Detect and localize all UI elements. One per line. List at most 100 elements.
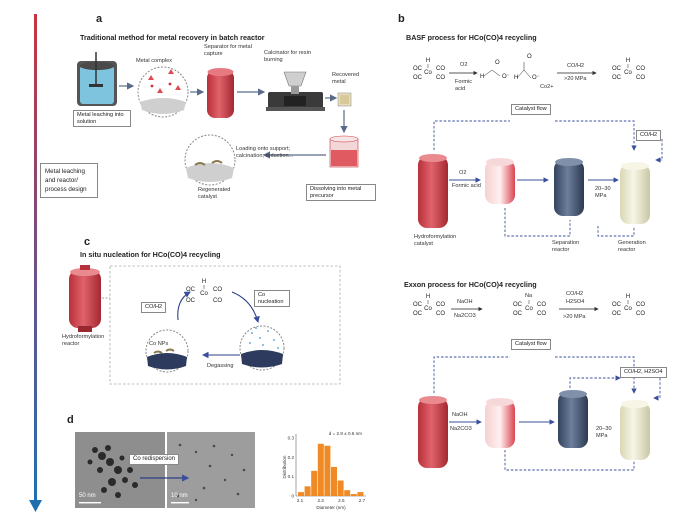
basf-co2plus: Co2+ [540,84,554,90]
svg-text:OC: OC [513,311,523,317]
exxon-catalyst-flow: Catalyst flow [511,339,551,350]
svg-text:Co: Co [624,70,632,76]
co-nucleation-bubble [239,325,285,371]
generation-reactor-label: Generation reactor [618,240,646,253]
exxon-naoh-stream: NaOH [452,412,468,418]
svg-text:H: H [202,279,206,285]
svg-text:O⁻: O⁻ [532,75,540,81]
svg-text:OC: OC [612,311,622,317]
svg-text:H: H [514,75,518,81]
y-tick-label: 0.1 [288,474,295,479]
co-nucleation-box: Co nucleation [254,290,290,308]
svg-text:CO: CO [213,298,222,304]
svg-text:H: H [426,58,430,64]
exxon-h2so4: H2SO4 [566,299,585,305]
histogram-bar [304,486,311,496]
histogram-bar [337,480,344,496]
exxon-reactors [418,390,650,468]
regenerated-catalyst-bubble [184,134,236,186]
svg-text:OC: OC [413,66,423,72]
histogram-bar [331,467,337,496]
basf-catalyst-flow: Catalyst flow [511,104,551,115]
co-nps-label: Co NPs [149,341,169,347]
recovered-metal-label: Recovered metal [332,72,360,85]
cobalt-carbonyl-molecule: H Co OC CO OC CO [186,279,222,304]
exxon-pressure: >20 MPa [563,314,586,320]
basf-gen-pressure: 20–30 MPa [595,186,611,199]
exxon-na2co3-stream: Na2CO3 [450,426,472,432]
basf-co-h2-box: CO/H2 [636,130,662,141]
x-tick-label: 2.7 [359,498,366,503]
scale-bar-10nm: 10 nm [171,493,188,499]
svg-text:CO: CO [436,311,445,317]
exxon-cream-reactor [620,400,650,460]
basf-co-h2: CO/H2 [567,63,585,69]
svg-text:CO: CO [213,287,222,293]
svg-text:Co: Co [424,70,432,76]
svg-text:CO: CO [436,75,445,81]
basf-pressure: >20 MPa [564,76,587,82]
histogram-bar [350,494,357,496]
basf-title: BASF process for HCo(CO)4 recycling [406,33,537,42]
y-tick-label: 0.2 [288,455,295,460]
panel-c-drawing: H Co OC CO OC CO [69,265,341,385]
svg-text:CO: CO [537,311,546,317]
svg-text:OC: OC [413,311,423,317]
exxon-co-h2-h2so4-box: CO/H2, H2SO4 [620,367,667,378]
svg-text:OC: OC [186,287,196,293]
leaching-beaker [77,52,117,106]
svg-text:O: O [527,54,532,60]
exxon-co-h2: CO/H2 [566,291,584,297]
svg-text:H: H [626,294,630,300]
svg-text:O: O [495,60,500,66]
svg-text:Co: Co [200,291,208,297]
separator-label: Separator for metal capture [204,44,252,57]
svg-text:OC: OC [186,298,196,304]
svg-text:H: H [480,74,484,80]
svg-text:O⁻: O⁻ [502,74,510,80]
svg-text:CO: CO [537,302,546,308]
svg-text:H: H [626,58,630,64]
co-redispersion-box: Co redispersion [129,454,180,465]
separator-column [207,68,234,118]
basf-generation-reactor [620,162,650,224]
metal-complex-label: Metal complex [136,58,173,64]
calcinator-label: Calcinator for resin burning [264,50,311,63]
svg-text:CO: CO [636,66,645,72]
exxon-flow-lines [433,356,661,471]
exxon-pink-reactor [485,398,515,448]
svg-text:CO: CO [436,66,445,72]
insitu-co-h2-box: CO/H2 [141,302,167,313]
metal-complex-bubble [137,66,189,118]
y-tick-label: 0 [291,494,294,499]
panel-a-title: Traditional method for metal recovery in… [80,33,265,42]
degassing-label: Degassing [207,363,234,369]
histogram-bar [357,492,364,496]
exxon-red-reactor [418,396,448,468]
svg-text:OC: OC [612,75,622,81]
basf-hydroformylation-reactor [418,154,448,228]
svg-text:CO: CO [636,311,645,317]
svg-text:OC: OC [612,66,622,72]
scale-bar-50nm: 50 nm [79,493,96,499]
exxon-na2co3: Na2CO3 [454,313,476,319]
panel-b-letter: b [398,13,405,25]
svg-text:OC: OC [413,75,423,81]
histogram-bar [344,490,351,496]
svg-text:OC: OC [513,302,523,308]
separation-reactor-label: Separation reactor [552,240,580,253]
co-nps-bubble [145,329,189,373]
histogram-title: d = 2.8 ± 0.6 nm [329,431,362,436]
svg-text:CO: CO [436,302,445,308]
svg-text:OC: OC [612,302,622,308]
basf-flow-lines [433,120,663,237]
histogram-bar [317,443,324,496]
svg-text:Co: Co [624,306,632,312]
recovered-metal [337,92,352,107]
process-arrow [29,14,42,512]
basf-o2: O2 [460,62,468,68]
basf-reaction-scheme: H Co OC CO OC CO O H O⁻ O H O⁻ H Co OC CO OC… [413,54,645,81]
panel-a-drawing [77,52,359,186]
